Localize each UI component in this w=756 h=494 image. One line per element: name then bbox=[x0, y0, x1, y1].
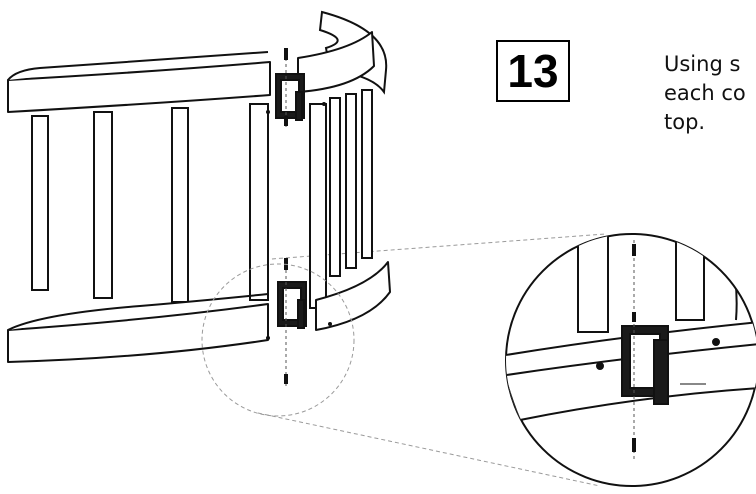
top-connector-bracket bbox=[275, 73, 305, 121]
instruction-line-3: top. bbox=[664, 110, 706, 134]
detail-callout-circle bbox=[201, 263, 355, 417]
bottom-connector-bracket bbox=[277, 281, 307, 329]
bottom-rail bbox=[7, 261, 391, 363]
instruction-line-2: each co bbox=[664, 81, 746, 105]
vertical-posts bbox=[31, 89, 373, 309]
zoom-detail-view bbox=[505, 233, 756, 487]
instruction-text: Using s each co top. bbox=[664, 50, 756, 137]
step-number: 13 bbox=[507, 45, 559, 97]
step-number-box: 13 bbox=[496, 40, 570, 102]
instruction-line-1: Using s bbox=[664, 52, 741, 76]
top-rail bbox=[7, 31, 375, 113]
